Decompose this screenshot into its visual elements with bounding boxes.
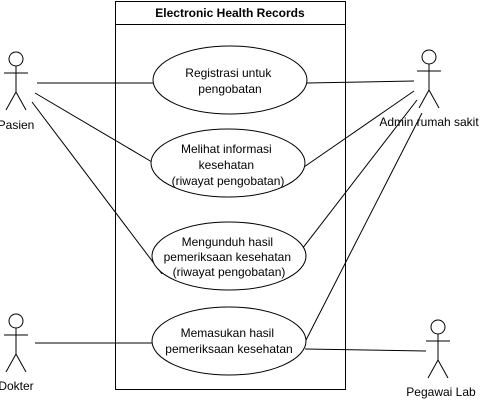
assoc-lab-memasukan: [304, 348, 427, 352]
actor-pegawai-lab-label: Pegawai Lab: [406, 385, 476, 399]
actor-dokter-label: Dokter: [0, 379, 34, 393]
assoc-pasien-melihat: [34, 92, 153, 163]
svg-text:Mengunduh hasil pemeriks: Mengunduh hasil pemeriksaan kesehatan (r…: [164, 235, 295, 279]
actor-pasien[interactable]: [4, 51, 28, 111]
use-case-memasukan-hasil[interactable]: Memasukan hasil pemeriksaan kesehatan: [151, 306, 307, 376]
assoc-admin-melihat: [303, 90, 415, 168]
use-case-mengunduh-line-2: pemeriksaan kesehatan: [164, 250, 291, 264]
stick-figure-icon: [4, 51, 28, 111]
use-case-mengunduh-line-1: Mengunduh hasil: [182, 235, 273, 249]
svg-text:Melihat informasi keseha: Melihat informasi kesehatan (riwayat pen…: [172, 142, 285, 188]
use-case-melihat-line-2: kesehatan: [199, 158, 254, 172]
svg-text:Registrasi untuk pengoba: Registrasi untuk pengobatan: [185, 66, 274, 96]
assoc-admin-mengunduh: [291, 99, 418, 263]
actor-pegawai-lab[interactable]: [426, 319, 450, 379]
actor-pasien-label: Pasien: [0, 118, 34, 132]
svg-text:Memasukan hasil pemeriks: Memasukan hasil pemeriksaan kesehatan: [165, 326, 292, 356]
assoc-pasien-mengunduh: [31, 101, 163, 275]
assoc-admin-memasukan: [304, 112, 423, 343]
use-case-registrasi[interactable]: Registrasi untuk pengobatan: [152, 45, 308, 115]
actor-admin[interactable]: [417, 49, 441, 109]
use-case-memasukan-line-1: Memasukan hasil: [181, 326, 274, 340]
assoc-admin-registrasi: [306, 80, 415, 84]
actor-dokter[interactable]: [4, 313, 28, 373]
use-case-mengunduh-line-3: (riwayat pengobatan): [173, 265, 286, 279]
use-case-registrasi-line-2: pengobatan: [198, 82, 261, 96]
stick-figure-icon: [4, 313, 28, 373]
use-case-melihat-line-3: (riwayat pengobatan): [172, 174, 285, 188]
system-title: Electronic Health Records: [155, 6, 305, 20]
use-case-melihat-line-1: Melihat informasi: [181, 142, 272, 156]
stick-figure-icon: [417, 49, 441, 109]
use-case-memasukan-line-2: pemeriksaan kesehatan: [165, 342, 292, 356]
use-case-melihat-informasi[interactable]: Melihat informasi kesehatan (riwayat pen…: [150, 128, 306, 198]
use-case-registrasi-line-1: Registrasi untuk: [185, 66, 272, 80]
actor-admin-label: Admin rumah sakit: [379, 115, 479, 129]
stick-figure-icon: [426, 319, 450, 379]
use-case-mengunduh-hasil[interactable]: Mengunduh hasil pemeriksaan kesehatan (r…: [151, 221, 307, 291]
